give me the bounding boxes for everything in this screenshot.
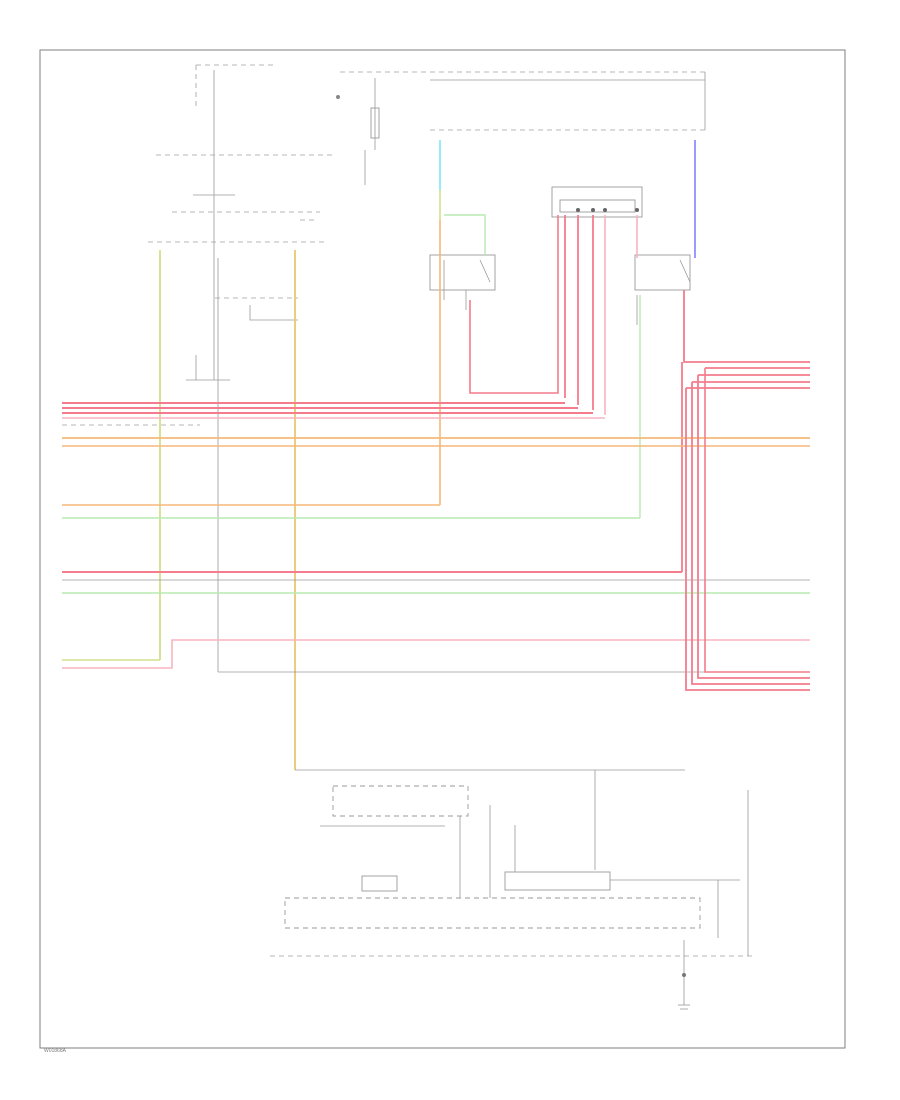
diagram-frame [39, 49, 846, 1049]
relay-connector [551, 186, 643, 218]
wire-group-vertical [159, 140, 810, 770]
top-left-fuse-block [148, 64, 335, 672]
left-relay [429, 254, 496, 310]
wire-group-horizontal [62, 367, 810, 691]
lower-control-section [270, 769, 755, 1010]
right-relay [634, 254, 691, 325]
page-code: W01868A [44, 1048, 67, 1054]
battery-fuse-block [336, 71, 705, 185]
